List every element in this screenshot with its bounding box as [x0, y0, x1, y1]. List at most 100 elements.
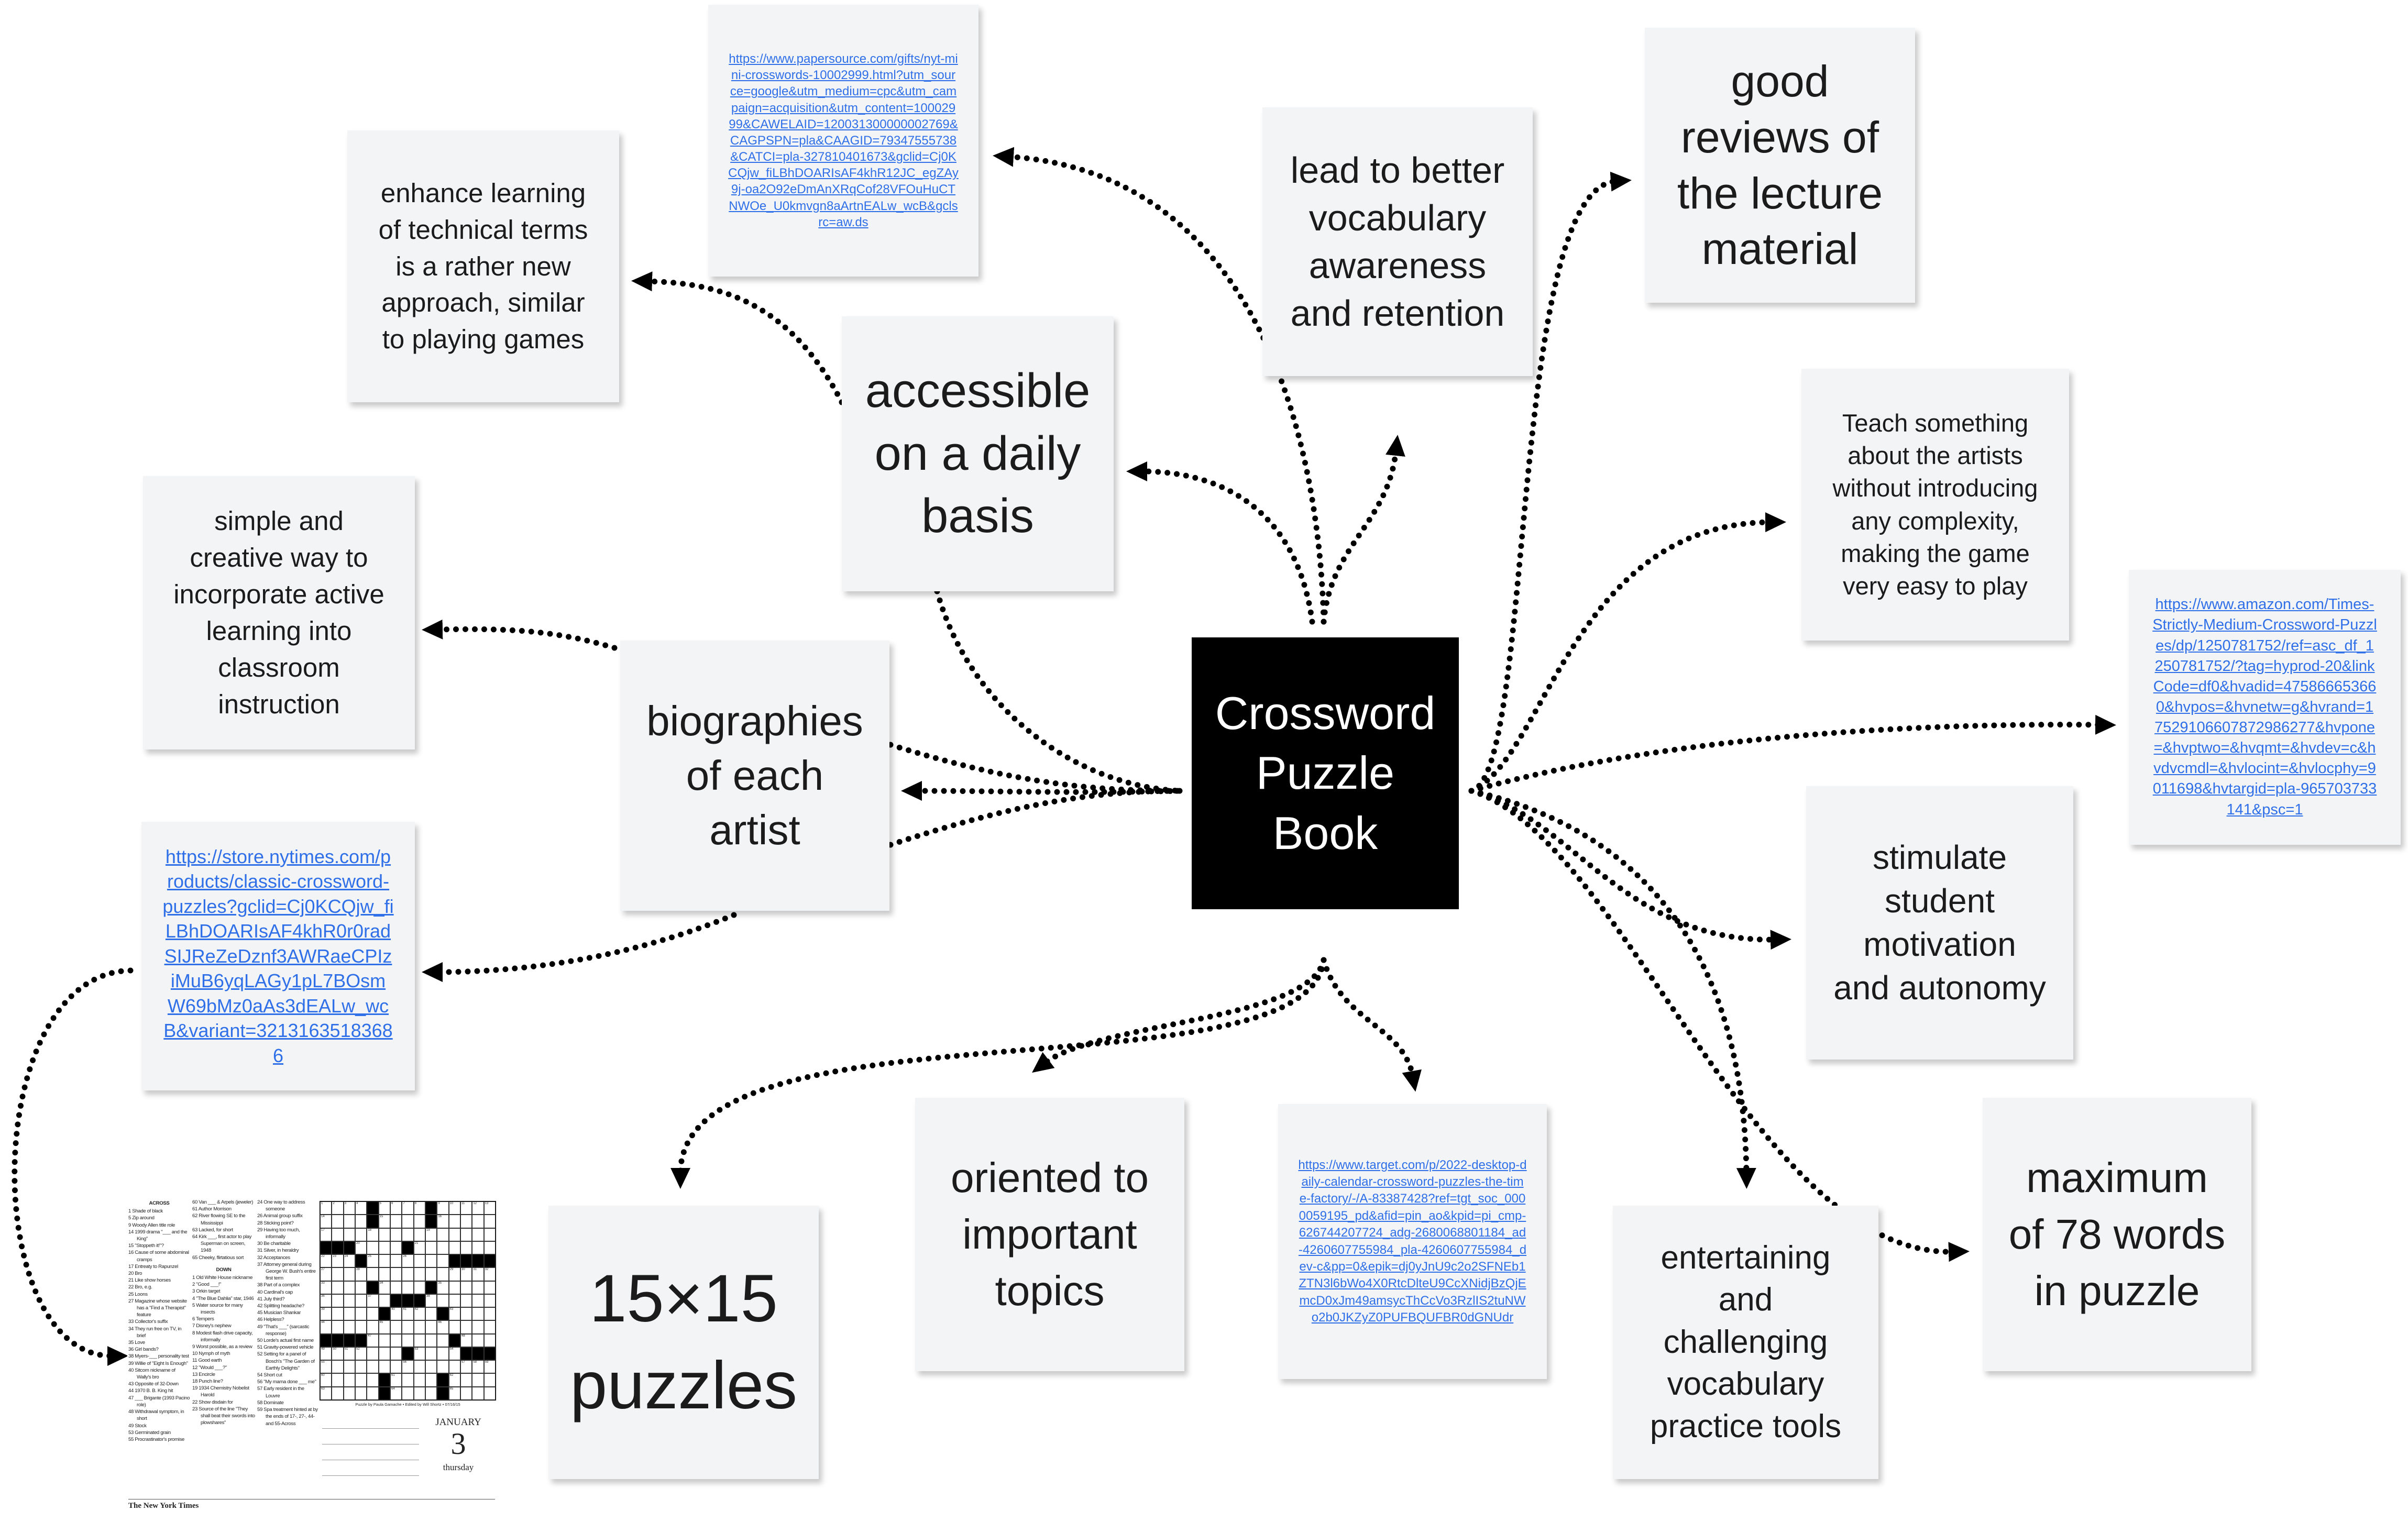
black-square	[332, 1241, 344, 1255]
grid-cell	[343, 1307, 355, 1321]
grid-cell	[390, 1281, 402, 1294]
clue: 29 Having too much, informally	[257, 1227, 300, 1240]
grid-cell	[402, 1333, 414, 1347]
grid-cell: 13	[483, 1201, 496, 1215]
grid-cell	[425, 1320, 437, 1334]
black-square	[425, 1281, 437, 1294]
node-biographies[interactable]: biographies of each artist	[620, 641, 889, 911]
grid-cell	[343, 1228, 355, 1241]
node-oriented-topics[interactable]: oriented to important topics	[915, 1098, 1184, 1371]
node-simple-creative-way[interactable]: simple and creative way to incorporate a…	[143, 476, 415, 749]
clue: 43 Opposite of 32-Down	[128, 1381, 179, 1387]
grid-cell	[472, 1373, 484, 1387]
grid-cell	[448, 1320, 460, 1334]
grid-cell	[332, 1228, 344, 1241]
central-topic-crossword-puzzle-book[interactable]: Crossword Puzzle Book	[1192, 637, 1459, 909]
black-square	[402, 1347, 414, 1361]
black-square	[343, 1333, 355, 1347]
clue: 28 Sticking point?	[257, 1220, 294, 1226]
black-square	[448, 1254, 460, 1268]
node-label: good reviews of the lecture material	[1677, 57, 1883, 274]
grid-cell: 18	[367, 1228, 379, 1241]
grid-cell: 1	[320, 1201, 332, 1215]
grid-cell	[425, 1333, 437, 1347]
grid-cell	[402, 1320, 414, 1334]
node-enhance-learning[interactable]: enhance learning of technical terms is a…	[347, 130, 619, 402]
node-teach-something[interactable]: Teach something about the artists withou…	[1801, 369, 2069, 641]
grid-cell	[343, 1320, 355, 1334]
clue: 39 Willie of "Eight Is Enough"	[128, 1360, 188, 1366]
link-card-papersource: https://www.papersource.com/gifts/nyt-mi…	[708, 5, 978, 277]
grid-cell: 45	[378, 1320, 390, 1334]
grid-cell: 35	[437, 1281, 449, 1294]
grid-cell	[448, 1228, 460, 1241]
grid-cell	[355, 1307, 367, 1321]
grid-cell: 55	[320, 1360, 332, 1374]
clue: 15 "Stoppeth it!"?	[128, 1243, 164, 1249]
clue: 17 Entreaty to Rapunzel	[128, 1263, 178, 1270]
grid-cell	[413, 1254, 425, 1268]
arrow-to-accessible	[1126, 461, 1315, 625]
grid-cell	[472, 1333, 484, 1347]
grid-cell: 14	[320, 1215, 332, 1228]
node-good-reviews[interactable]: good reviews of the lecture material	[1645, 28, 1915, 303]
node-accessible-daily[interactable]: accessible on a daily basis	[842, 316, 1114, 591]
target-link[interactable]: https://www.target.com/p/2022-desktop-da…	[1298, 1157, 1527, 1325]
node-15x15-puzzles[interactable]: 15×15 puzzles	[548, 1206, 819, 1479]
arrow-to-oriented	[1032, 957, 1327, 1073]
grid-cell: 23	[332, 1254, 344, 1268]
grid-cell	[390, 1347, 402, 1361]
grid-cell: 8	[413, 1201, 425, 1215]
black-square	[320, 1333, 332, 1347]
clue: 32 Acceptances	[257, 1254, 290, 1261]
grid-cell: 5	[378, 1201, 390, 1215]
grid-cell	[448, 1281, 460, 1294]
grid-cell	[355, 1360, 367, 1374]
clue: 51 Gravity-powered vehicle	[257, 1344, 314, 1351]
clue: 4 "The Blue Dahlia" star, 1946	[192, 1295, 254, 1302]
node-label: enhance learning of technical terms is a…	[378, 178, 588, 355]
grid-cell: 17	[320, 1228, 332, 1241]
clue: 26 Animal group suffix	[257, 1213, 303, 1219]
grid-cell	[472, 1294, 484, 1308]
node-entertaining-tools[interactable]: entertaining and challenging vocabulary …	[1613, 1206, 1878, 1479]
node-maximum-words[interactable]: maximum of 78 words in puzzle	[1983, 1098, 2251, 1371]
clue: 47 ___ Brigante (1993 Pacino role)	[128, 1395, 190, 1408]
grid-cell: 16	[437, 1215, 449, 1228]
clue: 42 Splitting headache?	[257, 1303, 304, 1309]
link-card-amazon: https://www.amazon.com/Times-Strictly-Me…	[2129, 570, 2401, 845]
grid-cell	[343, 1360, 355, 1374]
grid-cell	[367, 1241, 379, 1255]
grid-cell: 11	[460, 1201, 472, 1215]
grid-cell	[472, 1386, 484, 1400]
arrow-to-entertaining	[1468, 788, 1756, 1189]
papersource-link[interactable]: https://www.papersource.com/gifts/nyt-mi…	[728, 51, 959, 229]
line-accessible-to-center	[934, 588, 1183, 794]
clue: 22 Show disdain for	[192, 1399, 233, 1405]
grid-cell	[390, 1320, 402, 1334]
nytimes-store-link[interactable]: https://store.nytimes.com/products/class…	[162, 845, 394, 1066]
node-stimulate-motivation[interactable]: stimulate student motivation and autonom…	[1806, 786, 2073, 1060]
puzzle-credit: Puzzle by Paula Gamache • Edited by Will…	[355, 1402, 460, 1407]
clue: 64 Kirk ___, first actor to play Superma…	[192, 1234, 252, 1254]
black-square	[343, 1241, 355, 1255]
arrow-to-good-reviews	[1468, 171, 1632, 794]
grid-cell: 10	[448, 1201, 460, 1215]
grid-cell: 60	[320, 1373, 332, 1387]
node-lead-to-better-vocabulary[interactable]: lead to better vocabulary awareness and …	[1262, 107, 1533, 376]
black-square	[425, 1215, 437, 1228]
grid-cell: 29	[448, 1267, 460, 1281]
clue: 18 Punch line?	[192, 1378, 223, 1385]
black-square	[367, 1215, 379, 1228]
clue: 9 Woody Allen title role	[128, 1222, 175, 1228]
write-line	[322, 1475, 419, 1476]
grid-cell	[390, 1228, 402, 1241]
amazon-link[interactable]: https://www.amazon.com/Times-Strictly-Me…	[2152, 596, 2377, 818]
grid-cell: 19	[425, 1228, 437, 1241]
clue: 52 Setting for a panel of Bosch's "The G…	[257, 1351, 315, 1371]
clue: 25 Loons	[128, 1291, 148, 1297]
node-label: 15×15 puzzles	[570, 1261, 797, 1423]
grid-cell	[355, 1215, 367, 1228]
black-square	[402, 1241, 414, 1255]
grid-cell: 44	[320, 1320, 332, 1334]
